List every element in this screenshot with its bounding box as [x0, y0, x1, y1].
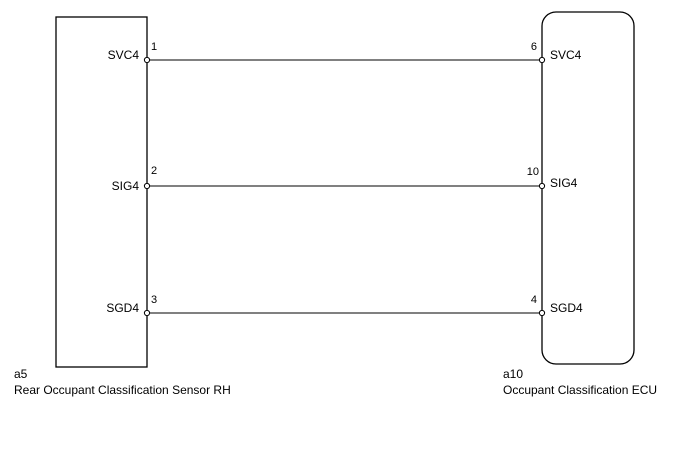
right-pin-10-number: 10: [527, 166, 539, 178]
right-pin-4-terminal: [538, 309, 546, 317]
left-component-box: [55, 16, 148, 368]
right-pin-4-number: 4: [531, 294, 537, 306]
right-component-code: a10: [503, 367, 523, 381]
left-component-code: a5: [14, 367, 28, 381]
left-pin-3-signal: SGD4: [106, 301, 139, 315]
right-pin-4-signal: SGD4: [550, 301, 583, 315]
left-pin-1-terminal: [143, 56, 151, 64]
right-pin-6-terminal: [538, 56, 546, 64]
right-pin-6-number: 6: [531, 41, 537, 53]
left-pin-2-signal: SIG4: [112, 179, 140, 193]
left-pin-1-signal: SVC4: [108, 48, 140, 62]
left-component-name: Rear Occupant Classification Sensor RH: [14, 383, 231, 397]
right-pin-10-signal: SIG4: [550, 176, 578, 190]
right-pin-10-terminal: [538, 182, 546, 190]
left-pin-2-number: 2: [151, 165, 157, 177]
left-pin-3-number: 3: [151, 294, 157, 306]
left-pin-2-terminal: [143, 182, 151, 190]
right-component-name: Occupant Classification ECU: [503, 383, 657, 397]
right-pin-6-signal: SVC4: [550, 48, 582, 62]
left-pin-3-terminal: [143, 309, 151, 317]
left-pin-1-number: 1: [151, 41, 157, 53]
